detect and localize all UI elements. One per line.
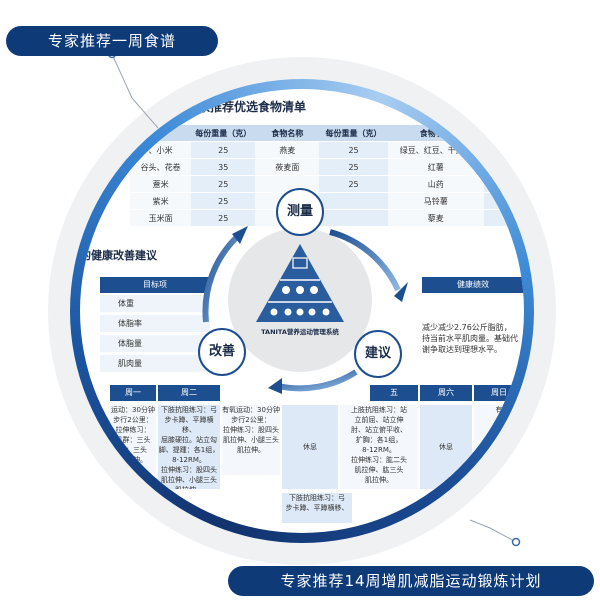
table-row: 谷头、花卷 35 莜麦面 25 红薯 75 — [130, 158, 520, 176]
week-day-mon: 周一 — [110, 385, 156, 401]
table-row: 玉米面 25 藜麦 — [130, 209, 520, 226]
arrowhead-icon — [394, 282, 408, 302]
top-connector — [111, 53, 159, 129]
pot-icon — [308, 308, 316, 316]
performance-text: 减少减少2.76公斤脂肪， 持当前水平肌肉量。基础代 谢争取达到理想水平。 — [422, 323, 518, 354]
improve-title: 的健康改善建议 — [80, 249, 157, 262]
list-item: 体脂量 — [100, 335, 210, 353]
egg-icon — [296, 308, 304, 316]
list-item: 体重 — [100, 295, 210, 313]
cup-icon — [310, 286, 318, 294]
advise-badge: 建议 — [354, 330, 402, 378]
fish-icon — [270, 308, 278, 316]
improve-header: 目标项 — [100, 277, 210, 293]
weekly-menu-pill: 专家推荐一周食谱 — [6, 26, 218, 56]
arrowhead-icon — [268, 378, 282, 394]
system-label: TANITA营养运动管理系统 — [261, 328, 339, 336]
training-plan-pill: 专家推荐14周增肌减脂运动锻炼计划 — [228, 566, 594, 596]
food-col-weight-1: 每份重量（克） — [191, 125, 256, 142]
bottom-connector — [469, 519, 517, 543]
improve-badge: 改善 — [198, 328, 246, 376]
monitor-icon — [292, 257, 308, 269]
bottle-icon — [322, 308, 330, 316]
plan-cell-wed: 有氧运动：30分钟 步行2公里： 拉伸练习：股四头 肌拉伸、小腿三头 肌拉伸。 — [222, 405, 280, 475]
plan-cell-fri: 上肢抗阻练习：站 立前屈、站立伸 肘、站立俯平收、 扩胸：各1组， 8-12RM… — [340, 405, 418, 489]
plan-cell-mon: 运动：30分钟 步行2公里： 拉伸练习： 肌群：三头 群：三头 肌拉伸。 — [110, 405, 156, 485]
measure-badge: 测量 — [276, 188, 324, 236]
plan-cell-sat: 休息 — [420, 405, 472, 489]
arrowhead-icon — [232, 226, 248, 244]
week-day-tue: 周二 — [158, 385, 220, 401]
plan-cell-thu: 休息 — [282, 405, 338, 489]
list-item: 肌肉量 — [100, 355, 210, 373]
plan-cell-tue: 下肢抗阻练习：弓 步卡蹲、平蹲横移、 屈膝硬拉。站立勾 脚、提踵：各1组， 8-… — [158, 405, 220, 489]
table-row: 、小米 25 燕麦 25 绿豆、红豆、干豌豆 — [130, 141, 520, 159]
week-day-fri: 五 — [370, 385, 418, 401]
food-table: 每份重量（克） 食物名称 每份重量（克） 食物名称 、小米 25 燕麦 25 绿… — [130, 125, 520, 226]
plan-cell-lower: 下肢抗阻练习：弓 步卡蹲、平蹲横移、 — [282, 493, 352, 523]
food-list-title: 家推荐优选食物清单 — [198, 100, 307, 114]
arrow-improve-to-measure — [202, 233, 241, 323]
connector-dot — [511, 537, 521, 547]
runner-icon — [282, 286, 290, 294]
food-col-name-1: 食物名称 — [255, 125, 320, 142]
food-col-weight-2: 每份重量（克） — [319, 125, 388, 142]
week-day-sun: 周日 — [474, 385, 524, 401]
arrow-measure-to-advise — [329, 229, 401, 292]
list-item: 体脂率 — [100, 315, 210, 333]
meat-icon — [284, 308, 292, 316]
apple-icon — [296, 286, 304, 294]
arrow-advise-to-improve — [277, 369, 358, 392]
performance-header: 健康绩效 — [422, 277, 524, 293]
week-day-sat: 周六 — [420, 385, 472, 401]
plan-cell-sun: 有 步 拉 肌 — [474, 405, 524, 465]
food-col-name-2: 食物名称 — [387, 125, 484, 142]
